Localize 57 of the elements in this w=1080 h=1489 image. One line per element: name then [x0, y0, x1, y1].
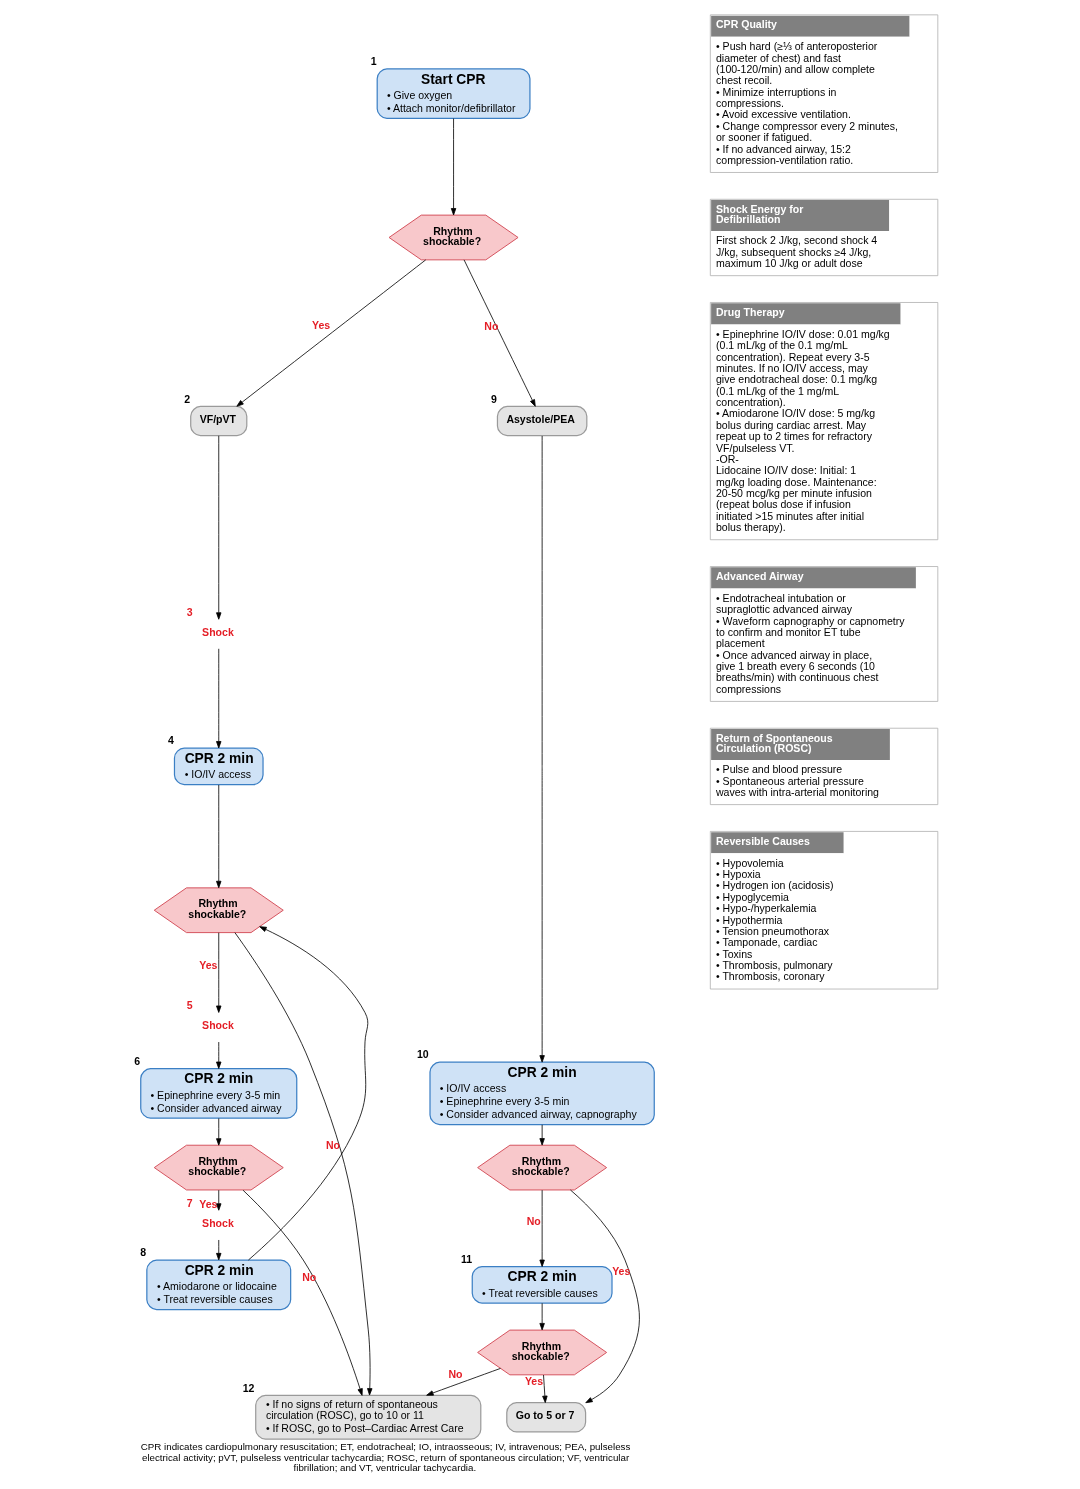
arrow [215, 1189, 221, 1211]
arrow [215, 932, 221, 1013]
arrow [234, 932, 372, 1396]
edge-label: Yes [198, 958, 217, 971]
node-label: 12 [242, 1381, 254, 1394]
edge-label: No [301, 1271, 316, 1284]
edge-label: Yes [311, 319, 330, 332]
node-box: CPR 2 min • Epinephrine every 3-5 min • Consider advanced airway [139, 1068, 297, 1119]
arrow [538, 1189, 545, 1267]
arrow [450, 118, 456, 216]
edge-label: Yes [611, 1264, 630, 1277]
node-label: 5 [186, 998, 193, 1011]
node-label: 10 [416, 1048, 429, 1061]
node-box: Start CPR • Give oxygen • Attach monitor/defibrillator [376, 68, 531, 120]
node-box: CPR 2 min • IO/IV access [173, 747, 264, 786]
arrow [538, 1124, 545, 1146]
node-text: Shock [201, 625, 234, 638]
arrow [247, 926, 368, 1261]
arrow [541, 1374, 548, 1403]
arrow [215, 648, 221, 749]
arrow [569, 1189, 640, 1404]
node-box: Go to 5 or 7 [505, 1402, 586, 1433]
node-label: 7 [186, 1196, 193, 1209]
arrow [235, 259, 426, 407]
edge-label: No [483, 319, 498, 332]
node-label: 8 [139, 1246, 146, 1259]
arrow [215, 435, 221, 620]
node-label: 4 [167, 734, 174, 747]
arrow [215, 1118, 221, 1146]
edge-label: No [325, 1139, 340, 1152]
node-box: Asystole/PEA [496, 405, 587, 437]
caption: CPR indicates cardiopulmonary resuscitation; ET, endotracheal; IO, intraosseous; IV, intravenous; PEA, pulseless electrical activity; pVT, pulseless ventricular tachycardia; ROSC, return of spontaneous circulation; VF, ventricular fibrillation; and VT, ventricular tachycardia. [140, 1441, 630, 1474]
arrow [215, 784, 221, 889]
node-box: CPR 2 min • IO/IV access • Epinephrine every 3-5 min • Consider advanced airway, capnography [428, 1061, 655, 1126]
arrow [425, 1368, 501, 1396]
edge-label: No [526, 1214, 541, 1227]
node-label: 1 [370, 55, 377, 68]
node-text: Shock [201, 1019, 234, 1032]
arrow [538, 1302, 545, 1331]
arrow [538, 435, 545, 1063]
node-label: 9 [490, 392, 497, 405]
node-text: Shock [201, 1217, 234, 1230]
edge-label: Yes [198, 1197, 217, 1210]
arrow [463, 259, 536, 407]
node-box: VF/pVT [189, 405, 247, 437]
node-label: 11 [460, 1252, 472, 1265]
arrow [242, 1189, 363, 1396]
node-box: CPR 2 min • Amiodarone or lidocaine • Treat reversible causes [145, 1259, 291, 1311]
node-label: 2 [183, 392, 190, 405]
node-label: 6 [133, 1054, 140, 1067]
arrow [215, 1041, 221, 1069]
arrow [215, 1239, 221, 1261]
node-label: 3 [186, 605, 193, 618]
node-box: • If no signs of return of spontaneous circulation (ROSC), go to 10 or 11 • If ROSC, go to Post–Cardiac Arrest Care [254, 1394, 481, 1440]
edge-label: Yes [524, 1375, 543, 1388]
edge-label: No [447, 1367, 462, 1380]
node-box: CPR 2 min • Treat reversible causes [471, 1265, 613, 1304]
